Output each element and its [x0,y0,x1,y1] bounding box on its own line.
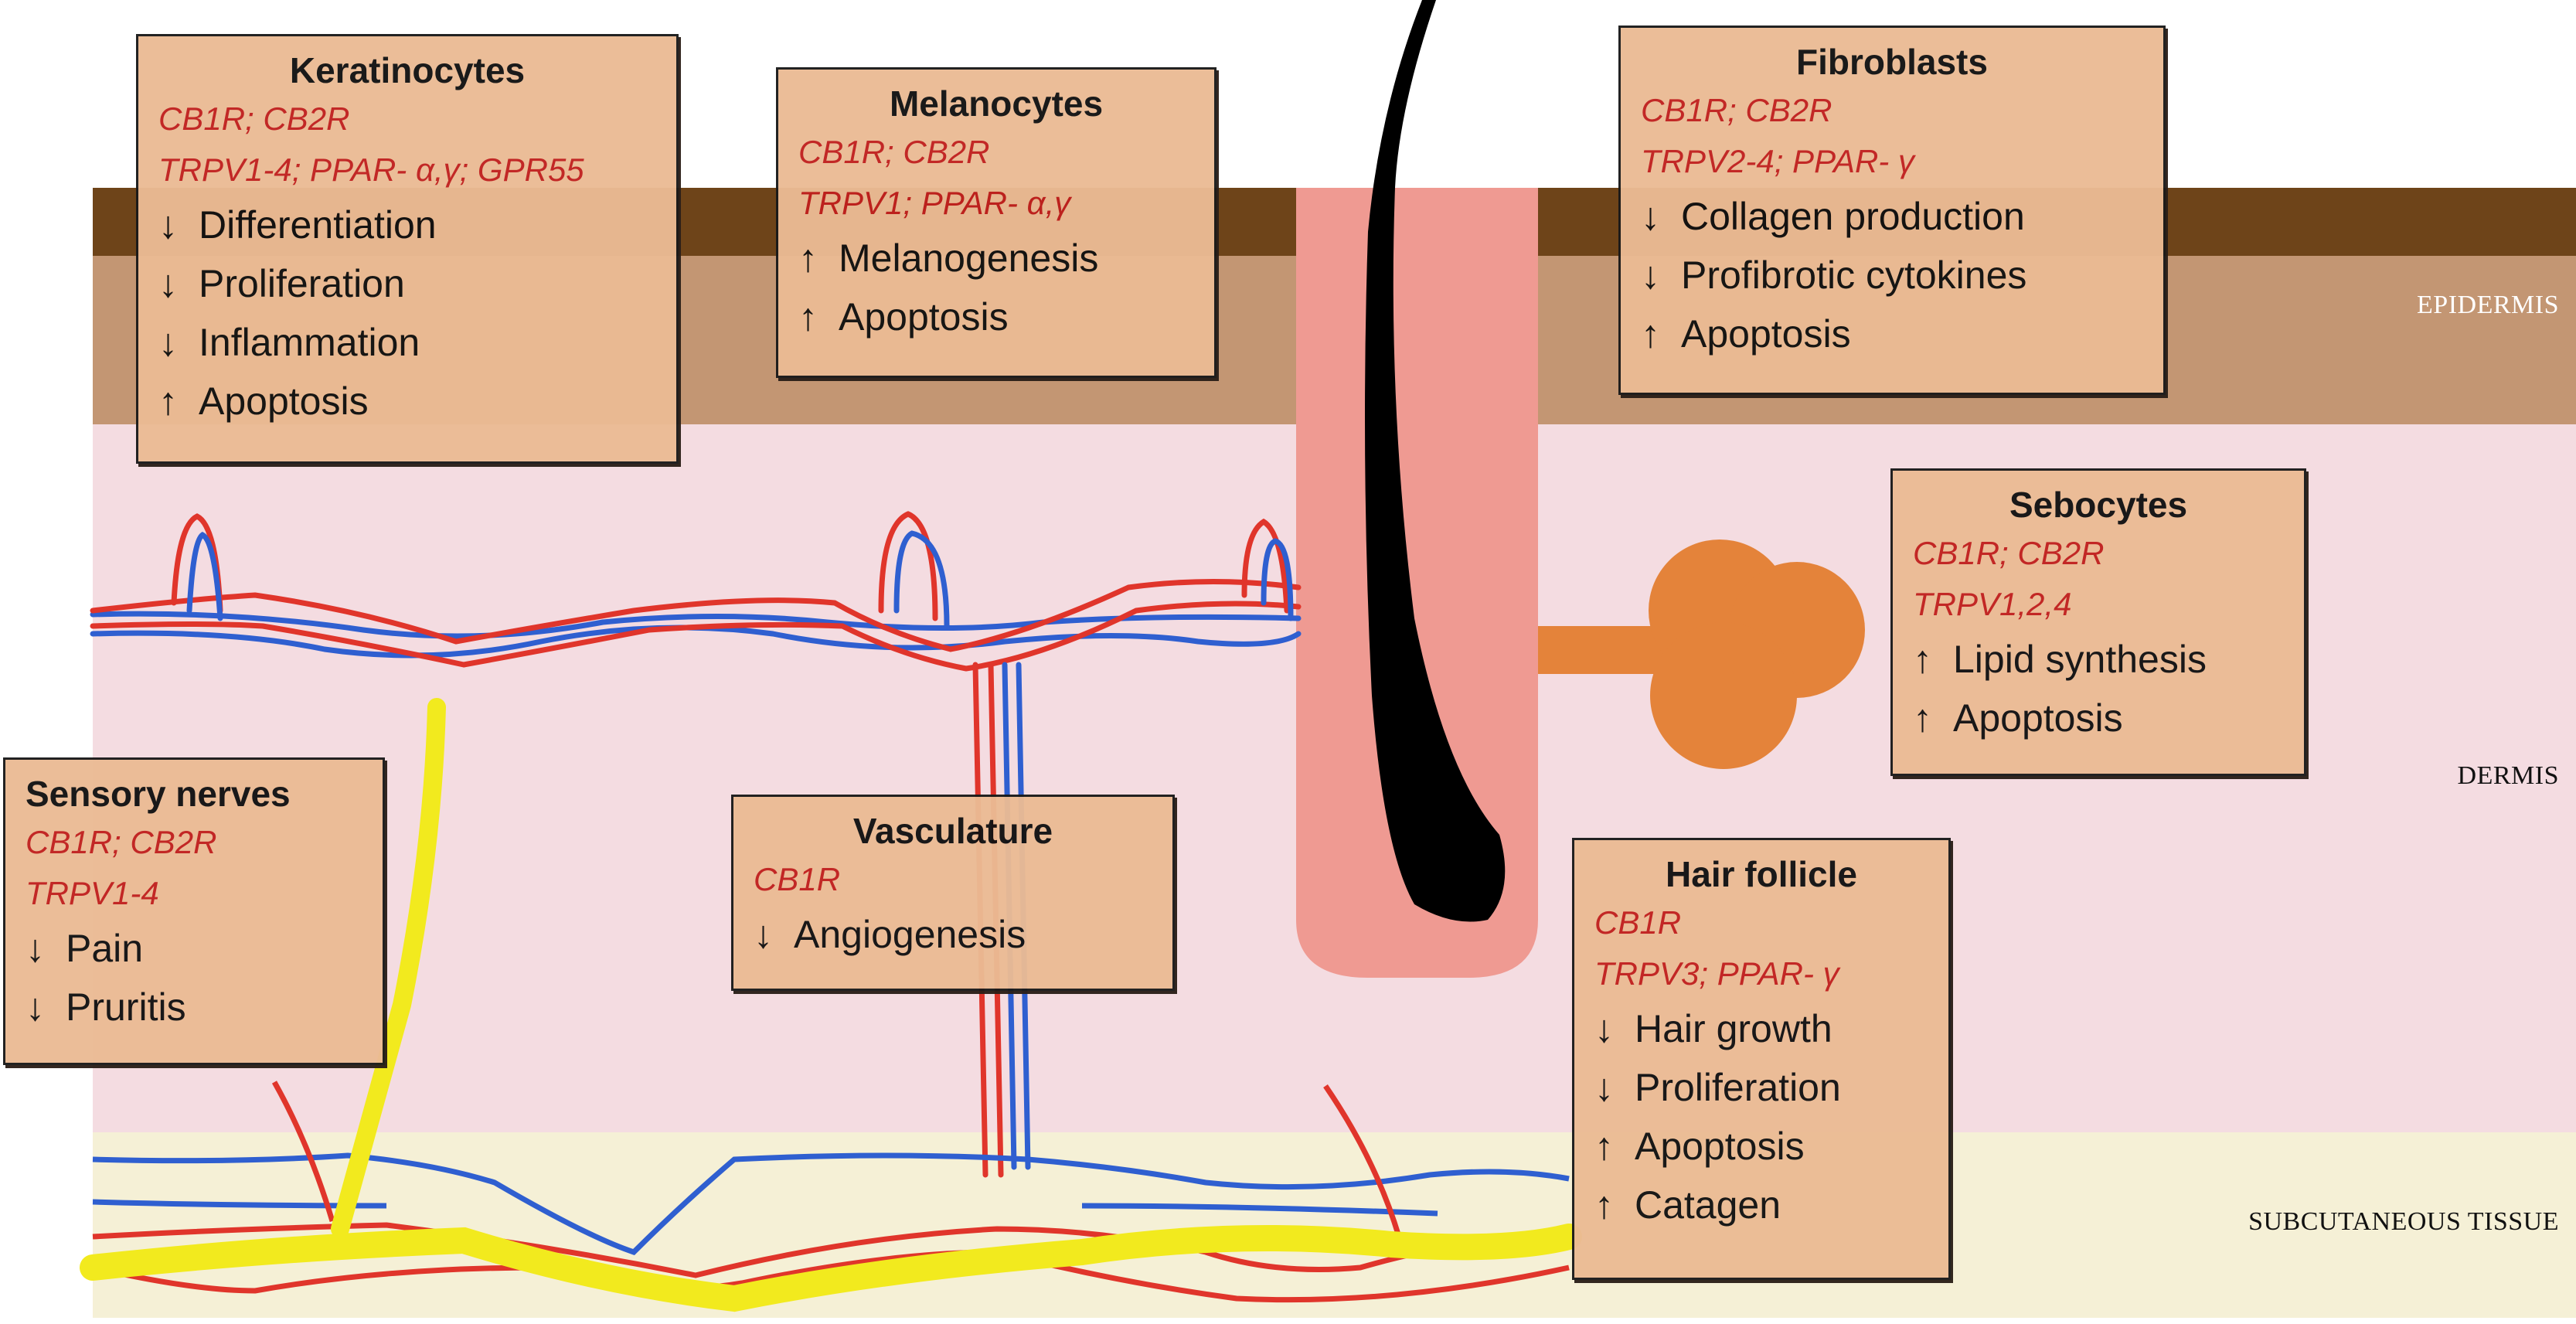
effect-text: Pruritis [66,985,186,1029]
receptor-line: TRPV1-4 [26,875,159,911]
vasculature-box: Vasculature CB1R ↓ Angiogenesis [731,795,1175,991]
down-arrow-icon: ↓ [1641,254,1660,297]
effect-text: Proliferation [1635,1066,1841,1109]
up-arrow-icon: ↑ [798,295,818,339]
sebocytes-box: Sebocytes CB1R; CB2R TRPV1,2,4 ↑ Lipid sy… [1890,468,2306,776]
receptor-line: TRPV1; PPAR- α,γ [798,185,1071,221]
effect-line: ↑ Apoptosis [1641,305,2143,363]
layer-label-subcutaneous: SUBCUTANEOUS TISSUE [2248,1207,2559,1236]
up-arrow-icon: ↑ [1594,1125,1614,1168]
down-arrow-icon: ↓ [26,927,45,970]
effect-text: Apoptosis [199,380,369,423]
receptor-line: TRPV3; PPAR- γ [1594,955,1839,992]
receptor-line: TRPV1-4; PPAR- α,γ; GPR55 [158,151,584,188]
effect-text: Proliferation [199,262,405,305]
effect-line: ↑ Apoptosis [1594,1117,1928,1176]
effect-text: Pain [66,927,144,970]
receptor-line: CB1R [754,861,841,897]
fibroblasts-box: Fibroblasts CB1R; CB2R TRPV2-4; PPAR- γ … [1618,26,2166,395]
effect-text: Apoptosis [1635,1125,1805,1168]
hair-shaft-icon [1365,0,1506,922]
sensory-nerve-icon [80,698,1582,1312]
up-arrow-icon: ↑ [798,237,818,280]
box-title: Sensory nerves [26,774,291,814]
effect-text: Profibrotic cytokines [1681,254,2027,297]
down-arrow-icon: ↓ [1641,195,1660,238]
effect-text: Melanogenesis [839,237,1099,280]
effect-text: Collagen production [1681,195,2025,238]
subcutaneous-layer [93,1132,2576,1318]
effect-line: ↑ Apoptosis [158,372,656,431]
down-arrow-icon: ↓ [158,262,178,305]
effect-line: ↓ Proliferation [1594,1058,1928,1117]
receptor-line: CB1R; CB2R [26,824,217,860]
layer-label-dermis: DERMIS [2457,761,2559,790]
effect-text: Apoptosis [1681,312,1851,356]
effect-text: Differentiation [199,203,437,247]
up-arrow-icon: ↑ [1913,696,1932,740]
effect-line: ↓ Pruritis [26,978,362,1036]
hair-follicle-box: Hair follicle CB1R TRPV3; PPAR- γ ↓ Hair … [1572,838,1951,1280]
effect-text: Apoptosis [1953,696,2123,740]
box-title: Hair follicle [1666,854,1857,894]
effect-line: ↓ Collagen production [1641,187,2143,246]
effect-text: Hair growth [1635,1007,1832,1050]
down-arrow-icon: ↓ [158,203,178,247]
down-arrow-icon: ↓ [1594,1066,1614,1109]
effect-line: ↑ Catagen [1594,1176,1928,1234]
blood-vessels-subcutis [92,1081,1570,1303]
effect-line: ↑ Lipid synthesis [1913,630,2284,689]
effect-line: ↓ Differentiation [158,196,656,254]
box-title: Melanocytes [889,83,1104,124]
effect-line: ↓ Pain [26,919,362,978]
up-arrow-icon: ↑ [1641,312,1660,356]
effect-text: Lipid synthesis [1953,638,2207,681]
layer-label-epidermis: EPIDERMIS [2417,291,2559,319]
box-title: Fibroblasts [1796,42,1988,82]
up-arrow-icon: ↑ [1594,1183,1614,1227]
box-title: Sebocytes [2009,485,2188,525]
effect-text: Inflammation [199,321,420,364]
receptor-line: CB1R; CB2R [798,134,990,170]
effect-line: ↓ Angiogenesis [754,905,1152,964]
effect-text: Apoptosis [839,295,1009,339]
down-arrow-icon: ↓ [26,985,45,1029]
hair-follicle-sheath [1296,188,1538,978]
effect-text: Angiogenesis [794,913,1026,956]
sebaceous-gland-icon [1538,539,1865,769]
melanocytes-box: Melanocytes CB1R; CB2R TRPV1; PPAR- α,γ … [776,67,1217,378]
box-title: Vasculature [852,811,1053,851]
effect-line: ↑ Apoptosis [1913,689,2284,747]
up-arrow-icon: ↑ [158,380,178,423]
effect-line: ↓ Hair growth [1594,999,1928,1058]
down-arrow-icon: ↓ [1594,1007,1614,1050]
receptor-line: CB1R; CB2R [158,100,350,137]
effect-line: ↑ Melanogenesis [798,229,1194,288]
receptor-line: CB1R; CB2R [1913,535,2105,571]
receptor-line: CB1R; CB2R [1641,92,1832,128]
keratinocytes-box: Keratinocytes CB1R; CB2R TRPV1-4; PPAR- … [136,34,679,464]
receptor-line: TRPV2-4; PPAR- γ [1641,143,1914,179]
effect-line: ↓ Proliferation [158,254,656,313]
down-arrow-icon: ↓ [158,321,178,364]
box-title: Keratinocytes [289,50,526,90]
effect-line: ↓ Profibrotic cytokines [1641,246,2143,305]
effect-text: Catagen [1635,1183,1781,1227]
effect-line: ↑ Apoptosis [798,288,1194,346]
effect-line: ↓ Inflammation [158,313,656,372]
receptor-line: TRPV1,2,4 [1913,586,2072,622]
down-arrow-icon: ↓ [754,913,773,956]
receptor-line: CB1R [1594,904,1682,941]
sensory-nerves-box: Sensory nerves CB1R; CB2R TRPV1-4 ↓Pain … [3,757,385,1065]
up-arrow-icon: ↑ [1913,638,1932,681]
